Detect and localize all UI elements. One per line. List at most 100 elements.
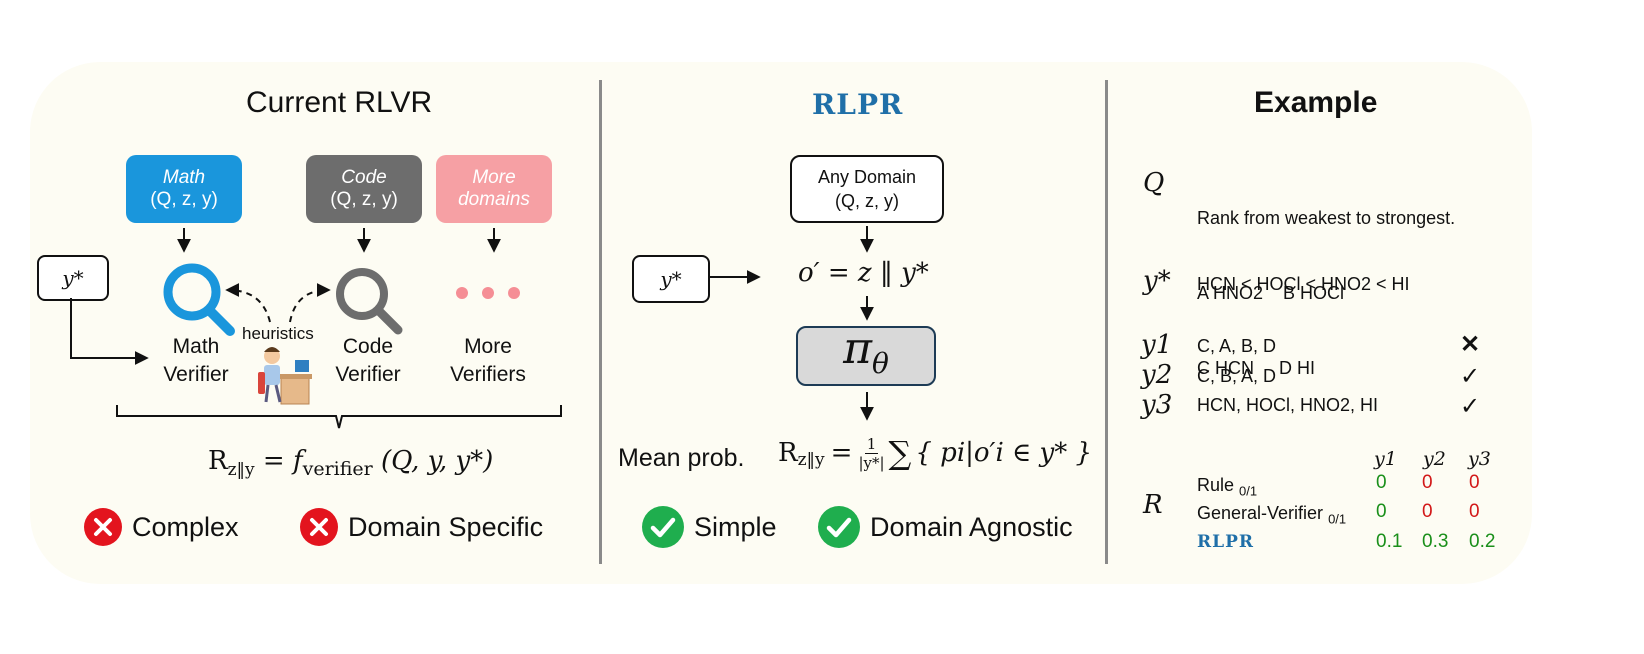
code-domain-tuple: (Q, z, y): [330, 189, 398, 210]
domain-agnostic-label: Domain Agnostic: [870, 511, 1073, 542]
r-col-y3: y3: [1468, 448, 1491, 470]
ystar-symbol: y*: [1143, 266, 1171, 296]
simple-label: Simple: [694, 511, 777, 542]
ystar-value: HCN < HOCl < HNO2 < HI: [1197, 274, 1410, 294]
rlpr-val-y1: 0.1: [1376, 531, 1403, 552]
rule-val-y2: 0: [1422, 472, 1433, 493]
rule-sub: 0/1: [1239, 483, 1258, 499]
y1-cross-icon: ✕: [1460, 331, 1481, 358]
more-domains-line2: domains: [458, 189, 530, 210]
y2-check-icon: ✓: [1460, 363, 1481, 390]
rlpr-title: RLPR: [812, 88, 904, 121]
x-circle-icon: [84, 508, 122, 546]
complex-label: Complex: [132, 511, 239, 542]
mean-prob-label: Mean prob.: [618, 444, 745, 472]
middle-formula-fraction: 1 |y*|: [858, 435, 884, 472]
magnifier-math-icon: [163, 263, 235, 336]
divider-left: [599, 80, 602, 564]
rule-val-y1: 0: [1376, 472, 1387, 493]
domain-specific-label: Domain Specific: [348, 511, 544, 542]
more-domains-line1: More: [472, 167, 516, 188]
rlpr-row-label: RLPR: [1197, 532, 1254, 552]
policy-box: πθ: [796, 326, 936, 386]
question-text: Rank from weakest to strongest. A HNO2 B…: [1197, 156, 1455, 406]
fraction-numerator: 1: [864, 434, 879, 454]
simple-tag: Simple: [642, 506, 777, 548]
question-line2: A HNO2 B HOCl: [1197, 283, 1345, 303]
sum-symbol: ∑: [888, 434, 912, 472]
left-formula-sub: z‖y: [227, 460, 255, 481]
ystar-label-middle: y*: [660, 267, 682, 291]
code-verifier-line1: Code: [342, 335, 394, 358]
policy-label: πθ: [843, 326, 889, 386]
math-domain-box: Math (Q, z, y): [126, 155, 242, 223]
r-col-y1: y1: [1374, 448, 1397, 470]
q-symbol: Q: [1143, 168, 1165, 198]
y2-symbol: y2: [1141, 360, 1173, 390]
dashed-arrow-heuristic-math: [225, 283, 271, 323]
left-formula-fsub: verifier: [302, 458, 373, 481]
x-circle-icon: [300, 508, 338, 546]
any-domain-line2: (Q, z, y): [835, 191, 899, 211]
more-verifiers-line1: More: [464, 335, 512, 358]
more-domains-box: More domains: [436, 155, 552, 223]
math-verifier-label: Math Verifier: [144, 333, 248, 389]
check-circle-icon: [818, 506, 860, 548]
fraction-denominator: |y*|: [858, 453, 885, 472]
domain-specific-tag: Domain Specific: [300, 508, 543, 546]
person-at-desk-icon: [258, 347, 312, 405]
arrow-ystar-to-math-verifier: [70, 298, 149, 365]
rule-row-label: Rule 0/1: [1197, 473, 1257, 504]
y2-value: C, B, A, D: [1197, 366, 1277, 386]
ystar-box-left: y*: [37, 255, 109, 301]
figure-background: [30, 62, 1532, 584]
general-verifier-row-label: General-Verifier 0/1: [1197, 501, 1346, 532]
gv-val-y3: 0: [1469, 501, 1480, 522]
check-circle-icon: [642, 506, 684, 548]
left-formula: Rz‖y = fverifier (Q, y, y*): [208, 446, 493, 480]
math-domain-name: Math: [162, 167, 206, 188]
current-rlvr-title: Current RLVR: [246, 86, 433, 119]
concat-formula: o′ = z ‖ y*: [798, 258, 929, 288]
domain-agnostic-tag: Domain Agnostic: [818, 506, 1073, 548]
y3-check-icon: ✓: [1460, 393, 1481, 420]
middle-formula-r: R: [778, 438, 798, 468]
left-formula-args: (Q, y, y*): [381, 446, 494, 476]
any-domain-line1: Any Domain: [817, 167, 917, 187]
middle-formula-body: { pi|o′i ∈ y* }: [915, 438, 1093, 468]
middle-formula-eq: =: [830, 438, 853, 468]
dashed-arrow-heuristic-code: [289, 283, 331, 323]
general-verifier-name: General-Verifier: [1197, 503, 1324, 523]
r-symbol: R: [1143, 490, 1163, 520]
curly-brace: [116, 405, 562, 429]
rlpr-val-y3: 0.2: [1469, 531, 1496, 552]
left-formula-r: R: [208, 446, 228, 476]
y1-symbol: y1: [1141, 330, 1173, 360]
example-title: Example: [1254, 86, 1378, 119]
left-formula-f: f: [292, 446, 303, 476]
rlpr-val-y2: 0.3: [1422, 531, 1449, 552]
y3-symbol: y3: [1141, 390, 1173, 420]
magnifier-code-icon: [336, 268, 403, 335]
y3-value: HCN, HOCl, HNO2, HI: [1197, 395, 1379, 415]
ystar-label: y*: [62, 266, 84, 290]
question-line3: C HCN D HI: [1197, 358, 1316, 378]
code-domain-box: Code (Q, z, y): [306, 155, 422, 223]
gv-val-y2: 0: [1422, 501, 1433, 522]
policy-theta: θ: [872, 346, 889, 380]
divider-right: [1105, 80, 1108, 564]
gv-val-y1: 0: [1376, 501, 1387, 522]
y1-value: C, A, B, D: [1197, 336, 1277, 356]
more-verifiers-label: More Verifiers: [436, 333, 540, 389]
left-formula-eq: =: [262, 446, 285, 476]
math-verifier-line2: Verifier: [163, 363, 229, 386]
rule-val-y3: 0: [1469, 472, 1480, 493]
question-line1: Rank from weakest to strongest.: [1197, 208, 1456, 228]
code-domain-name: Code: [341, 167, 387, 188]
heuristics-label: heuristics: [242, 324, 314, 343]
middle-formula-sub: z‖y: [797, 450, 825, 470]
math-verifier-line1: Math: [172, 335, 220, 358]
code-verifier-line2: Verifier: [335, 363, 401, 386]
